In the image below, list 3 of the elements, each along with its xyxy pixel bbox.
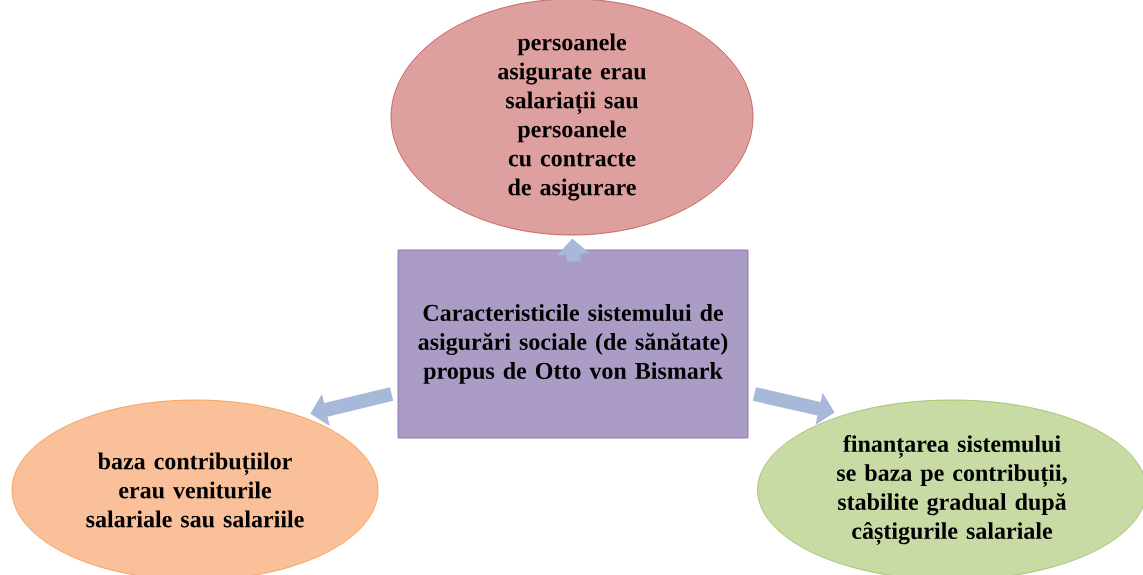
ellipse-node: baza contribuțiilor erau veniturile salariale sau salariile: [11, 399, 379, 575]
ellipse-node: finanțarea sistemului se baza pe contribuții, stabilite gradual după câștigurile salariale: [757, 399, 1143, 575]
topic-box: Caracteristicile sistemului de asigurări sociale (de sănătate) propus de Otto von Bismark: [397, 249, 749, 439]
